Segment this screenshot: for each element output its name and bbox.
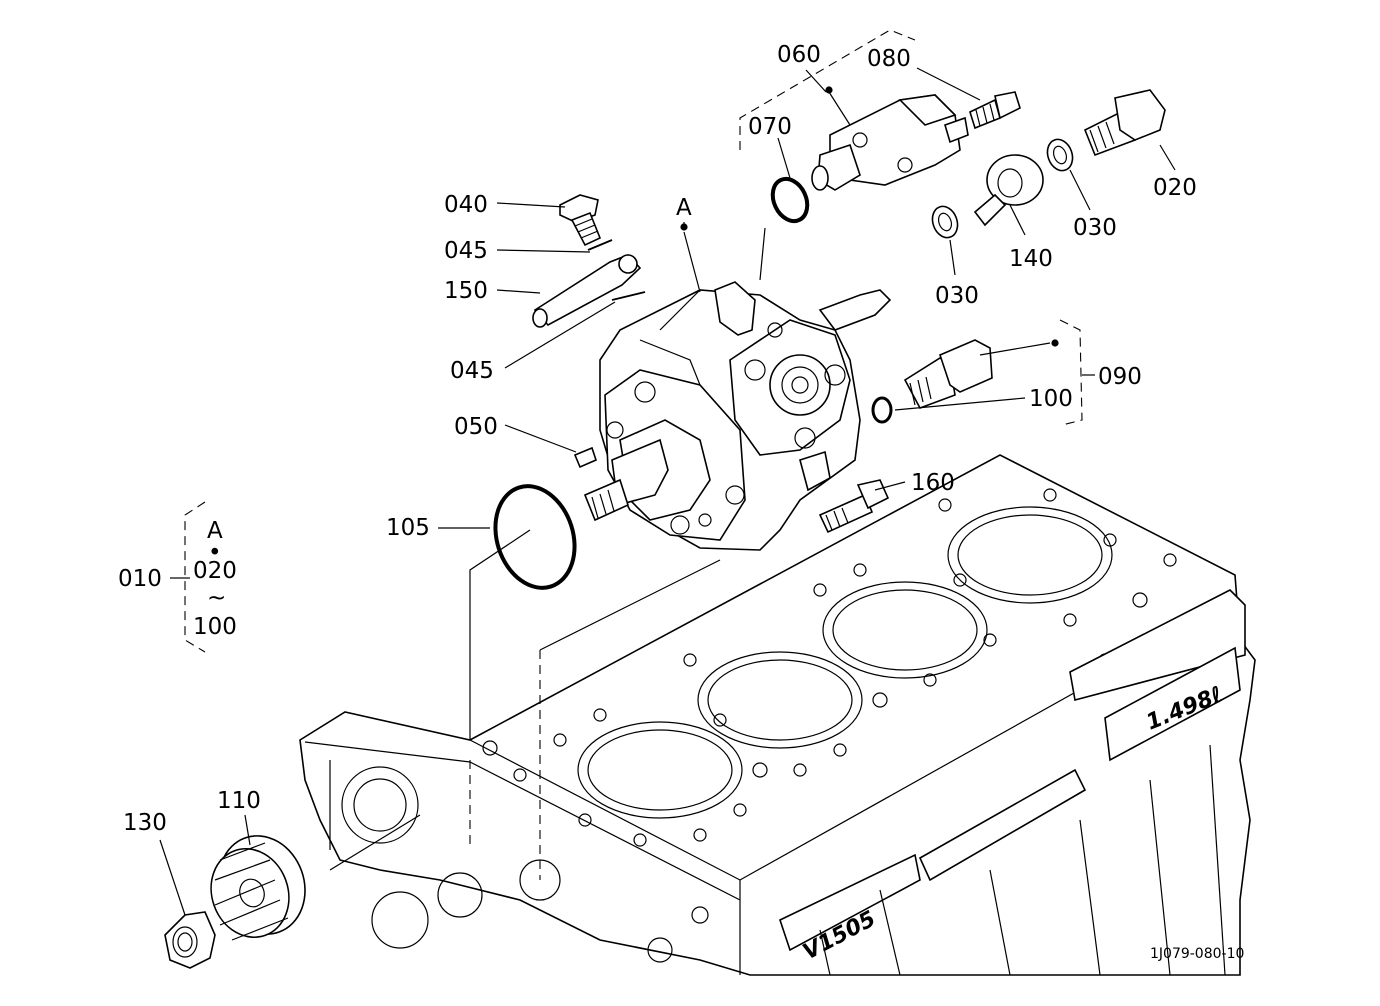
callout-assembly-a: A — [676, 195, 692, 221]
callout-045-upper: 045 — [444, 238, 488, 264]
engine-block: 1.498ℓ V1505 — [299, 454, 1256, 976]
callout-130: 130 — [123, 810, 167, 836]
bracket-090 — [1059, 319, 1083, 426]
bracket-dot: • — [208, 540, 222, 566]
callout-070: 070 — [748, 114, 792, 140]
part-060-valve — [811, 94, 969, 191]
callout-060: 060 — [777, 42, 821, 68]
part-070-o-ring — [770, 176, 810, 224]
callout-110: 110 — [217, 788, 261, 814]
callout-020: 020 — [1153, 175, 1197, 201]
callout-040: 040 — [444, 192, 488, 218]
callout-150: 150 — [444, 278, 488, 304]
part-100-o-ring — [871, 396, 893, 424]
bracket-bottom-label: 100 — [193, 614, 237, 640]
callout-050: 050 — [454, 414, 498, 440]
part-030-washer-left — [931, 205, 959, 239]
callout-090: 090 — [1098, 364, 1142, 390]
part-080-screw — [969, 91, 1021, 130]
part-150-pipe — [532, 254, 642, 328]
bracket-top-label: A — [207, 518, 223, 544]
bracket-tilde: ~ — [207, 585, 226, 611]
leader-lines — [159, 67, 1176, 916]
part-160-bolt — [818, 479, 890, 534]
part-110-gear — [210, 835, 306, 941]
callout-010: 010 — [118, 566, 162, 592]
callout-140: 140 — [1009, 246, 1053, 272]
part-090-sensor — [903, 339, 993, 409]
reference-code: 1J079-080-10 — [1150, 946, 1244, 962]
bracket-060 — [739, 29, 916, 150]
assembly-guide-lines — [329, 529, 721, 880]
part-130-nut — [164, 911, 216, 969]
callout-160: 160 — [911, 470, 955, 496]
callout-030-left: 030 — [935, 283, 979, 309]
part-050-key — [573, 446, 597, 469]
callout-080: 080 — [867, 46, 911, 72]
part-040-bolt — [559, 194, 602, 247]
part-045-washer-lower — [611, 291, 646, 301]
part-105-o-ring — [493, 484, 577, 590]
bracket-middle-label: 020 — [193, 558, 237, 584]
callout-105: 105 — [386, 515, 430, 541]
part-030-washer-right — [1046, 138, 1074, 172]
part-020-hollow-screw — [1083, 89, 1166, 157]
callout-100: 100 — [1029, 386, 1073, 412]
part-140-banjo — [973, 154, 1044, 227]
callout-030-right: 030 — [1073, 215, 1117, 241]
part-045-washer-upper — [587, 239, 613, 251]
supply-pump-assembly — [583, 281, 892, 551]
callout-045-lower: 045 — [450, 358, 494, 384]
